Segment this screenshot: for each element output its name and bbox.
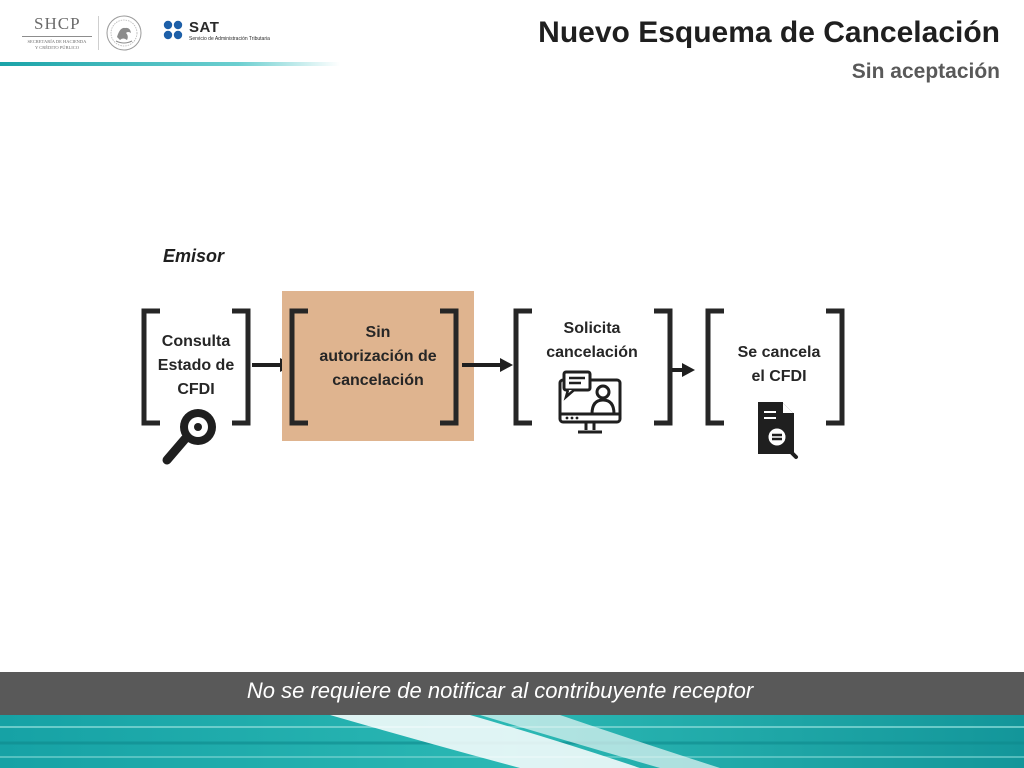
footer-decoration [0,715,1024,768]
shcp-logo: SHCP SECRETARÍA DE HACIENDA Y CRÉDITO PÚ… [22,14,92,54]
step-label-line: cancelación [332,372,424,389]
shcp-logo-subtitle: SECRETARÍA DE HACIENDA Y CRÉDITO PÚBLICO [22,39,92,50]
sat-dots-icon [163,20,183,40]
page-title: Nuevo Esquema de Cancelación [538,16,1000,49]
actor-label: Emisor [163,246,225,266]
step-label: Se cancela el CFDI [724,341,834,389]
step-label-line: Estado de [157,357,235,374]
shcp-logo-subtitle-line1: SECRETARÍA DE HACIENDA [27,39,87,44]
step-label-line: autorización de [319,348,437,365]
left-bracket [289,308,308,426]
step-label: Consulta Estado de CFDI [146,330,246,402]
note-banner [0,672,1024,715]
computer-user-chat-icon [558,370,622,434]
left-bracket [141,308,160,426]
step-highlight-background [282,291,474,441]
right-bracket [232,308,251,426]
arrow-right [672,363,695,377]
right-bracket [654,308,673,426]
page-subtitle: Sin aceptación [851,60,1000,83]
slide-header: SHCP SECRETARÍA DE HACIENDA Y CRÉDITO PÚ… [0,0,1024,95]
note-text: No se requiere de notificar al contribuy… [246,678,754,703]
step-label-line: cancelación [546,344,638,361]
document-search-icon [758,402,798,459]
sat-logo-text: SAT [189,19,220,36]
step-label-line: el CFDI [751,368,807,385]
shcp-logo-subtitle-line2: Y CRÉDITO PÚBLICO [34,44,79,50]
shcp-logo-rule [22,36,92,37]
sat-logo-subtitle: Servicio de Administración Tributaria [189,36,270,42]
sat-logo: SAT Servicio de Administración Tributari… [163,19,283,46]
step-label: Solicita cancelación [530,317,654,365]
step-label-line: Solicita [563,320,621,337]
step-label-line: Consulta [161,333,231,350]
step-label-line: Sin [365,324,391,341]
arrow-right [462,358,513,372]
left-bracket [513,308,532,426]
step-label-line: Se cancela [737,344,821,361]
step-label: Sin autorización de cancelación [300,321,456,393]
magnifier-icon [162,409,216,465]
left-bracket [705,308,724,426]
shcp-logo-text: SHCP [34,14,81,33]
right-bracket [440,308,459,426]
step-label-line: CFDI [177,381,215,398]
header-accent-line [0,62,340,66]
logo-separator [98,16,99,50]
right-bracket [826,308,845,426]
mexico-seal-icon [106,15,142,51]
